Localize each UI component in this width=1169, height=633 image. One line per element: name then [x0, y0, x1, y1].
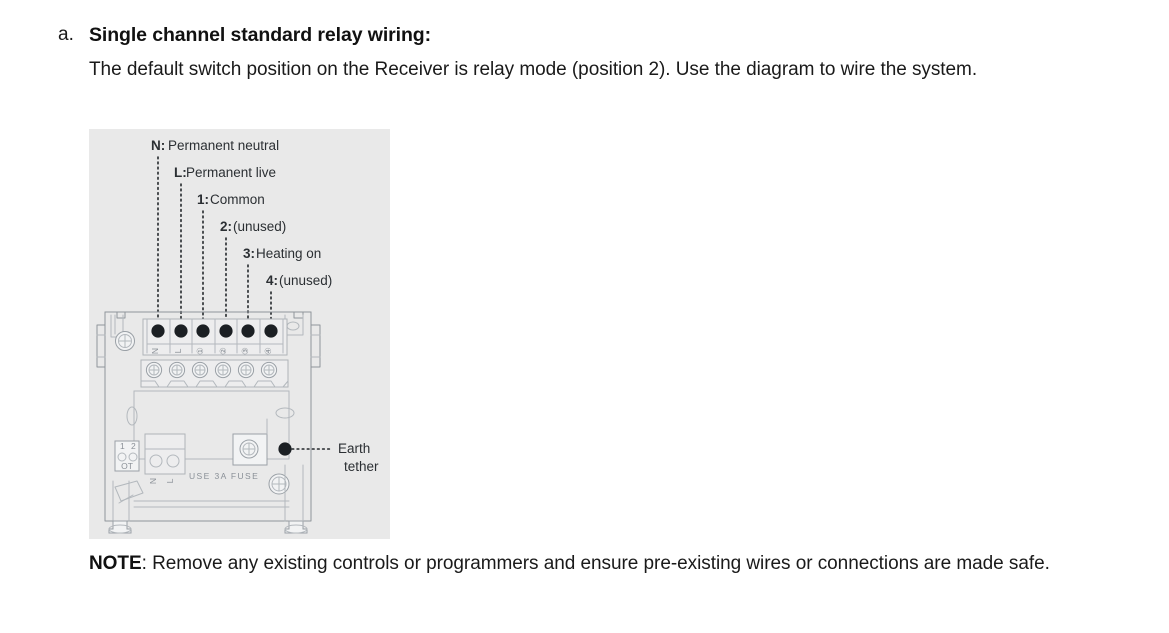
mode-switch-pos1: 1	[120, 441, 125, 451]
screw-heads	[145, 361, 278, 379]
terminal-label-2-key: 2:	[220, 219, 232, 234]
mode-switch: 1 2 OT	[114, 440, 140, 472]
mode-switch-pos2: 2	[131, 441, 136, 451]
terminal-wire-dots	[151, 324, 278, 338]
terminal-label-4: 4: (unused)	[266, 273, 332, 288]
step-block: a. Single channel standard relay wiring:…	[58, 22, 1118, 85]
terminal-label-N-key: N:	[151, 138, 165, 153]
fuse-mark-N-right: L	[165, 478, 175, 483]
terminal-label-2: 2: (unused)	[220, 219, 286, 234]
earth-tether-terminal	[232, 418, 268, 466]
mode-switch-caption: OT	[121, 461, 133, 471]
terminal-label-3-text: Heating on	[256, 246, 321, 261]
earth-tether-line1: Earth	[338, 441, 370, 456]
fuse-mark-N-left: N	[148, 478, 158, 484]
step-body-text: The default switch position on the Recei…	[89, 59, 978, 80]
terminal-mark-2: ②	[218, 347, 228, 355]
terminal-label-N: N: Permanent neutral	[151, 138, 279, 153]
terminal-mark-4: ④	[263, 347, 273, 355]
lower-right-screw	[268, 473, 290, 495]
screw-terminal-row	[140, 359, 289, 388]
terminal-label-2-text: (unused)	[233, 219, 286, 234]
terminal-label-4-key: 4:	[266, 273, 278, 288]
step-marker: a.	[58, 24, 74, 45]
step-heading-row: a. Single channel standard relay wiring:	[58, 22, 1118, 48]
terminal-mark-N: N	[150, 348, 160, 354]
terminal-mark-3: ③	[240, 347, 250, 355]
earth-tether-line2: tether	[344, 459, 379, 474]
mounting-feet	[108, 520, 308, 534]
note-separator: :	[141, 553, 153, 574]
terminal-mark-L: L	[173, 348, 183, 353]
lead-lines	[157, 156, 272, 326]
terminal-id-marks: N L ① ② ③ ④	[150, 347, 273, 355]
terminal-label-N-text: Permanent neutral	[168, 138, 279, 153]
terminal-label-L-key: L:	[174, 165, 187, 180]
terminal-label-L-text: Permanent live	[186, 165, 276, 180]
receiver-backplate: N L ① ② ③ ④	[96, 311, 333, 534]
terminal-label-L: L: Permanent live	[174, 165, 276, 180]
note-label: NOTE	[89, 553, 142, 574]
terminal-label-3-key: 3:	[243, 246, 255, 261]
step-title: Single channel standard relay wiring:	[89, 24, 431, 46]
fuse-holder: N L	[144, 433, 186, 484]
earth-tether-dot	[278, 442, 292, 456]
note-text: Remove any existing controls or programm…	[152, 553, 1050, 574]
terminal-label-3: 3: Heating on	[243, 246, 321, 261]
terminal-label-1-text: Common	[210, 192, 265, 207]
wiring-diagram: .o{fill:none;stroke:#8f959b;stroke-width…	[89, 129, 390, 539]
terminal-mark-1: ①	[195, 347, 205, 355]
terminal-label-1: 1: Common	[197, 192, 265, 207]
terminal-label-1-key: 1:	[197, 192, 209, 207]
fuse-rating-text: USE 3A FUSE	[189, 471, 259, 481]
terminal-label-4-text: (unused)	[279, 273, 332, 288]
earth-tether-label: Earth tether	[338, 441, 379, 474]
note-block: NOTE: Remove any existing controls or pr…	[89, 549, 1129, 579]
